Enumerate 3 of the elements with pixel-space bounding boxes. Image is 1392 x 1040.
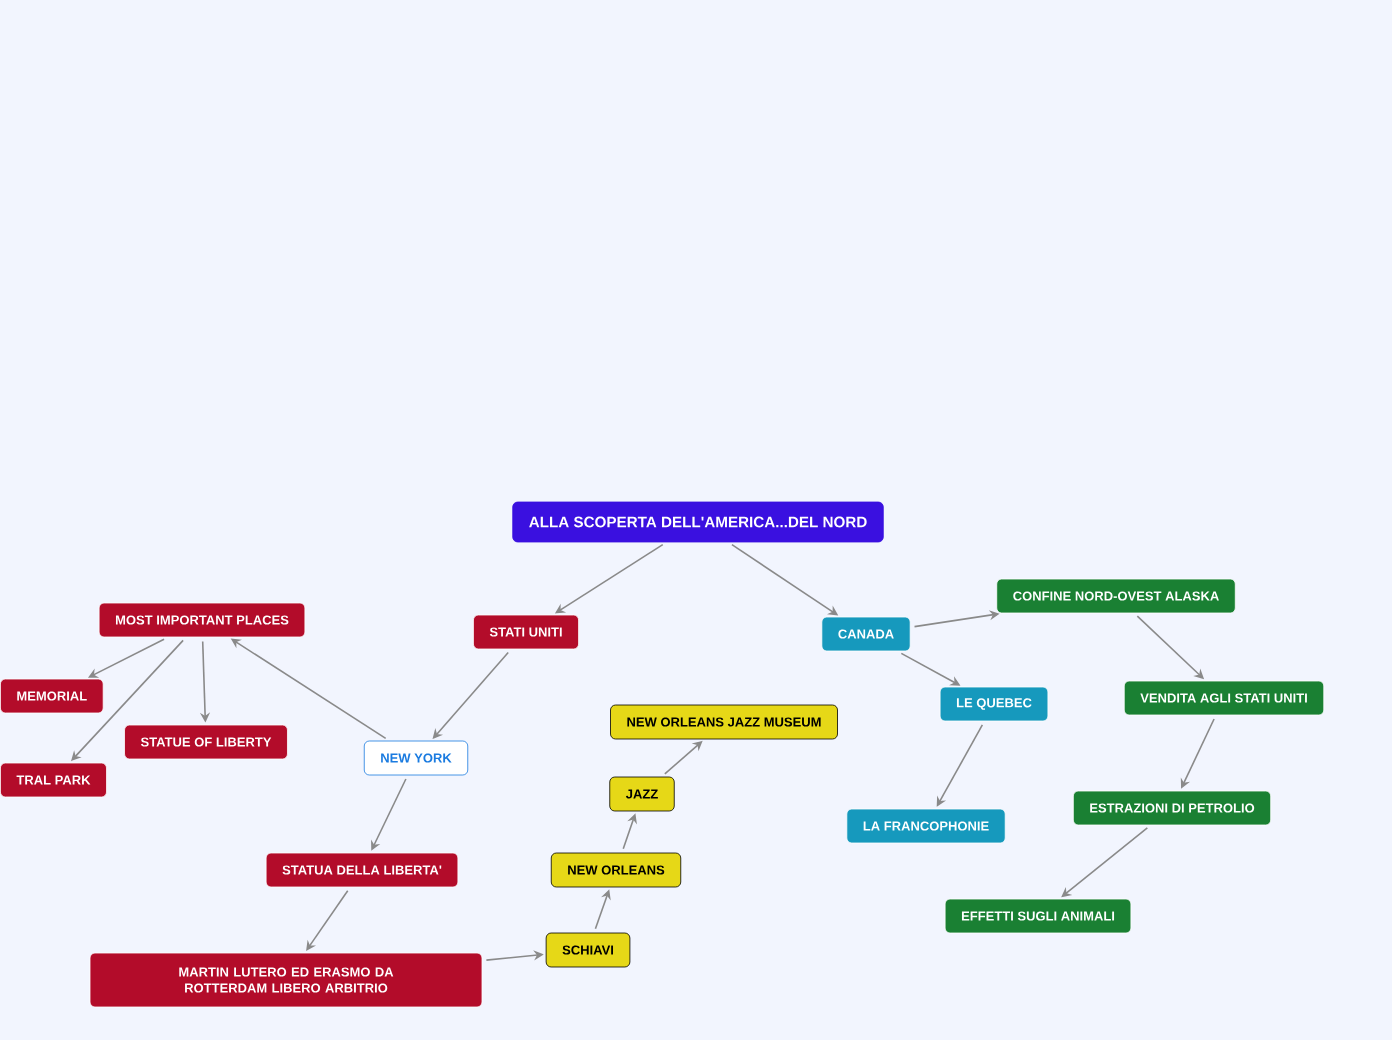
arrow <box>306 889 349 951</box>
arrow <box>936 724 984 807</box>
arrow <box>1061 827 1149 898</box>
